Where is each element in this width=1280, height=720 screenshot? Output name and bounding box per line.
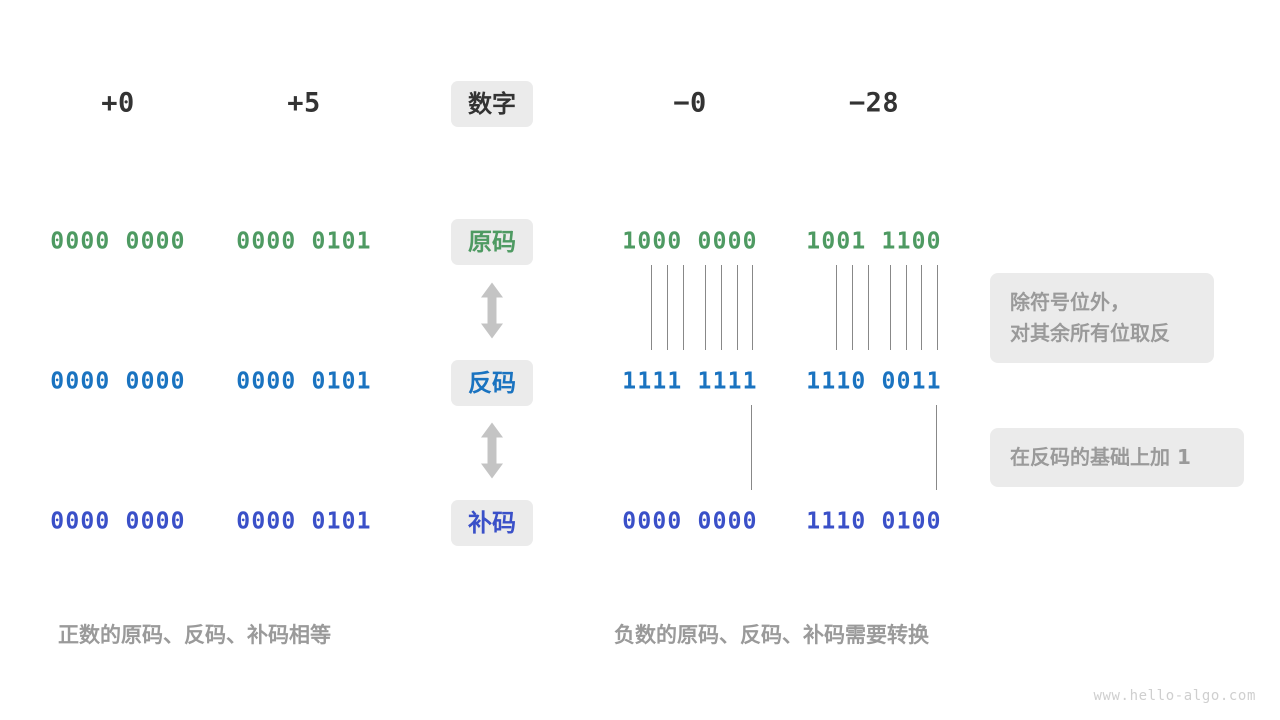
- connector-line: [752, 265, 753, 350]
- sign-magnitude-plus-five: 0000 0101: [236, 228, 372, 255]
- connector-line: [751, 405, 752, 490]
- connector-line: [705, 265, 706, 350]
- ones-complement-plus-five: 0000 0101: [236, 368, 372, 395]
- caption-negative: 负数的原码、反码、补码需要转换: [614, 623, 929, 647]
- connector-line: [921, 265, 922, 350]
- twos-complement-minus-twentyeight: 1110 0100: [806, 508, 942, 535]
- double-arrow-icon: [477, 422, 507, 485]
- caption-positive: 正数的原码、反码、补码相等: [58, 623, 331, 647]
- header-value-minus-twentyeight: −28: [848, 87, 900, 119]
- connector-line: [906, 265, 907, 350]
- connector-line: [737, 265, 738, 350]
- connector-line: [683, 265, 684, 350]
- sign-magnitude-plus-zero: 0000 0000: [50, 228, 186, 255]
- watermark: www.hello-algo.com: [1093, 688, 1256, 704]
- row-badge-twos-complement: 补码: [451, 500, 533, 546]
- connector-line: [651, 265, 652, 350]
- connector-line: [836, 265, 837, 350]
- connector-line: [936, 405, 937, 490]
- header-badge-number: 数字: [451, 81, 533, 127]
- row-badge-ones-complement: 反码: [451, 360, 533, 406]
- sign-magnitude-minus-twentyeight: 1001 1100: [806, 228, 942, 255]
- connector-line: [721, 265, 722, 350]
- twos-complement-plus-zero: 0000 0000: [50, 508, 186, 535]
- double-arrow-icon: [477, 282, 507, 345]
- note-add-one: 在反码的基础上加 1: [990, 428, 1244, 487]
- ones-complement-minus-twentyeight: 1110 0011: [806, 368, 942, 395]
- connector-line: [667, 265, 668, 350]
- header-value-plus-five: +5: [287, 87, 321, 119]
- connector-line: [890, 265, 891, 350]
- connector-line: [868, 265, 869, 350]
- header-value-minus-zero: −0: [673, 87, 707, 119]
- header-value-plus-zero: +0: [101, 87, 135, 119]
- ones-complement-plus-zero: 0000 0000: [50, 368, 186, 395]
- twos-complement-minus-zero: 0000 0000: [622, 508, 758, 535]
- connector-line: [852, 265, 853, 350]
- twos-complement-plus-five: 0000 0101: [236, 508, 372, 535]
- row-badge-sign-magnitude: 原码: [451, 219, 533, 265]
- ones-complement-minus-zero: 1111 1111: [622, 368, 758, 395]
- note-invert-bits: 除符号位外， 对其余所有位取反: [990, 273, 1214, 363]
- sign-magnitude-minus-zero: 1000 0000: [622, 228, 758, 255]
- connector-line: [937, 265, 938, 350]
